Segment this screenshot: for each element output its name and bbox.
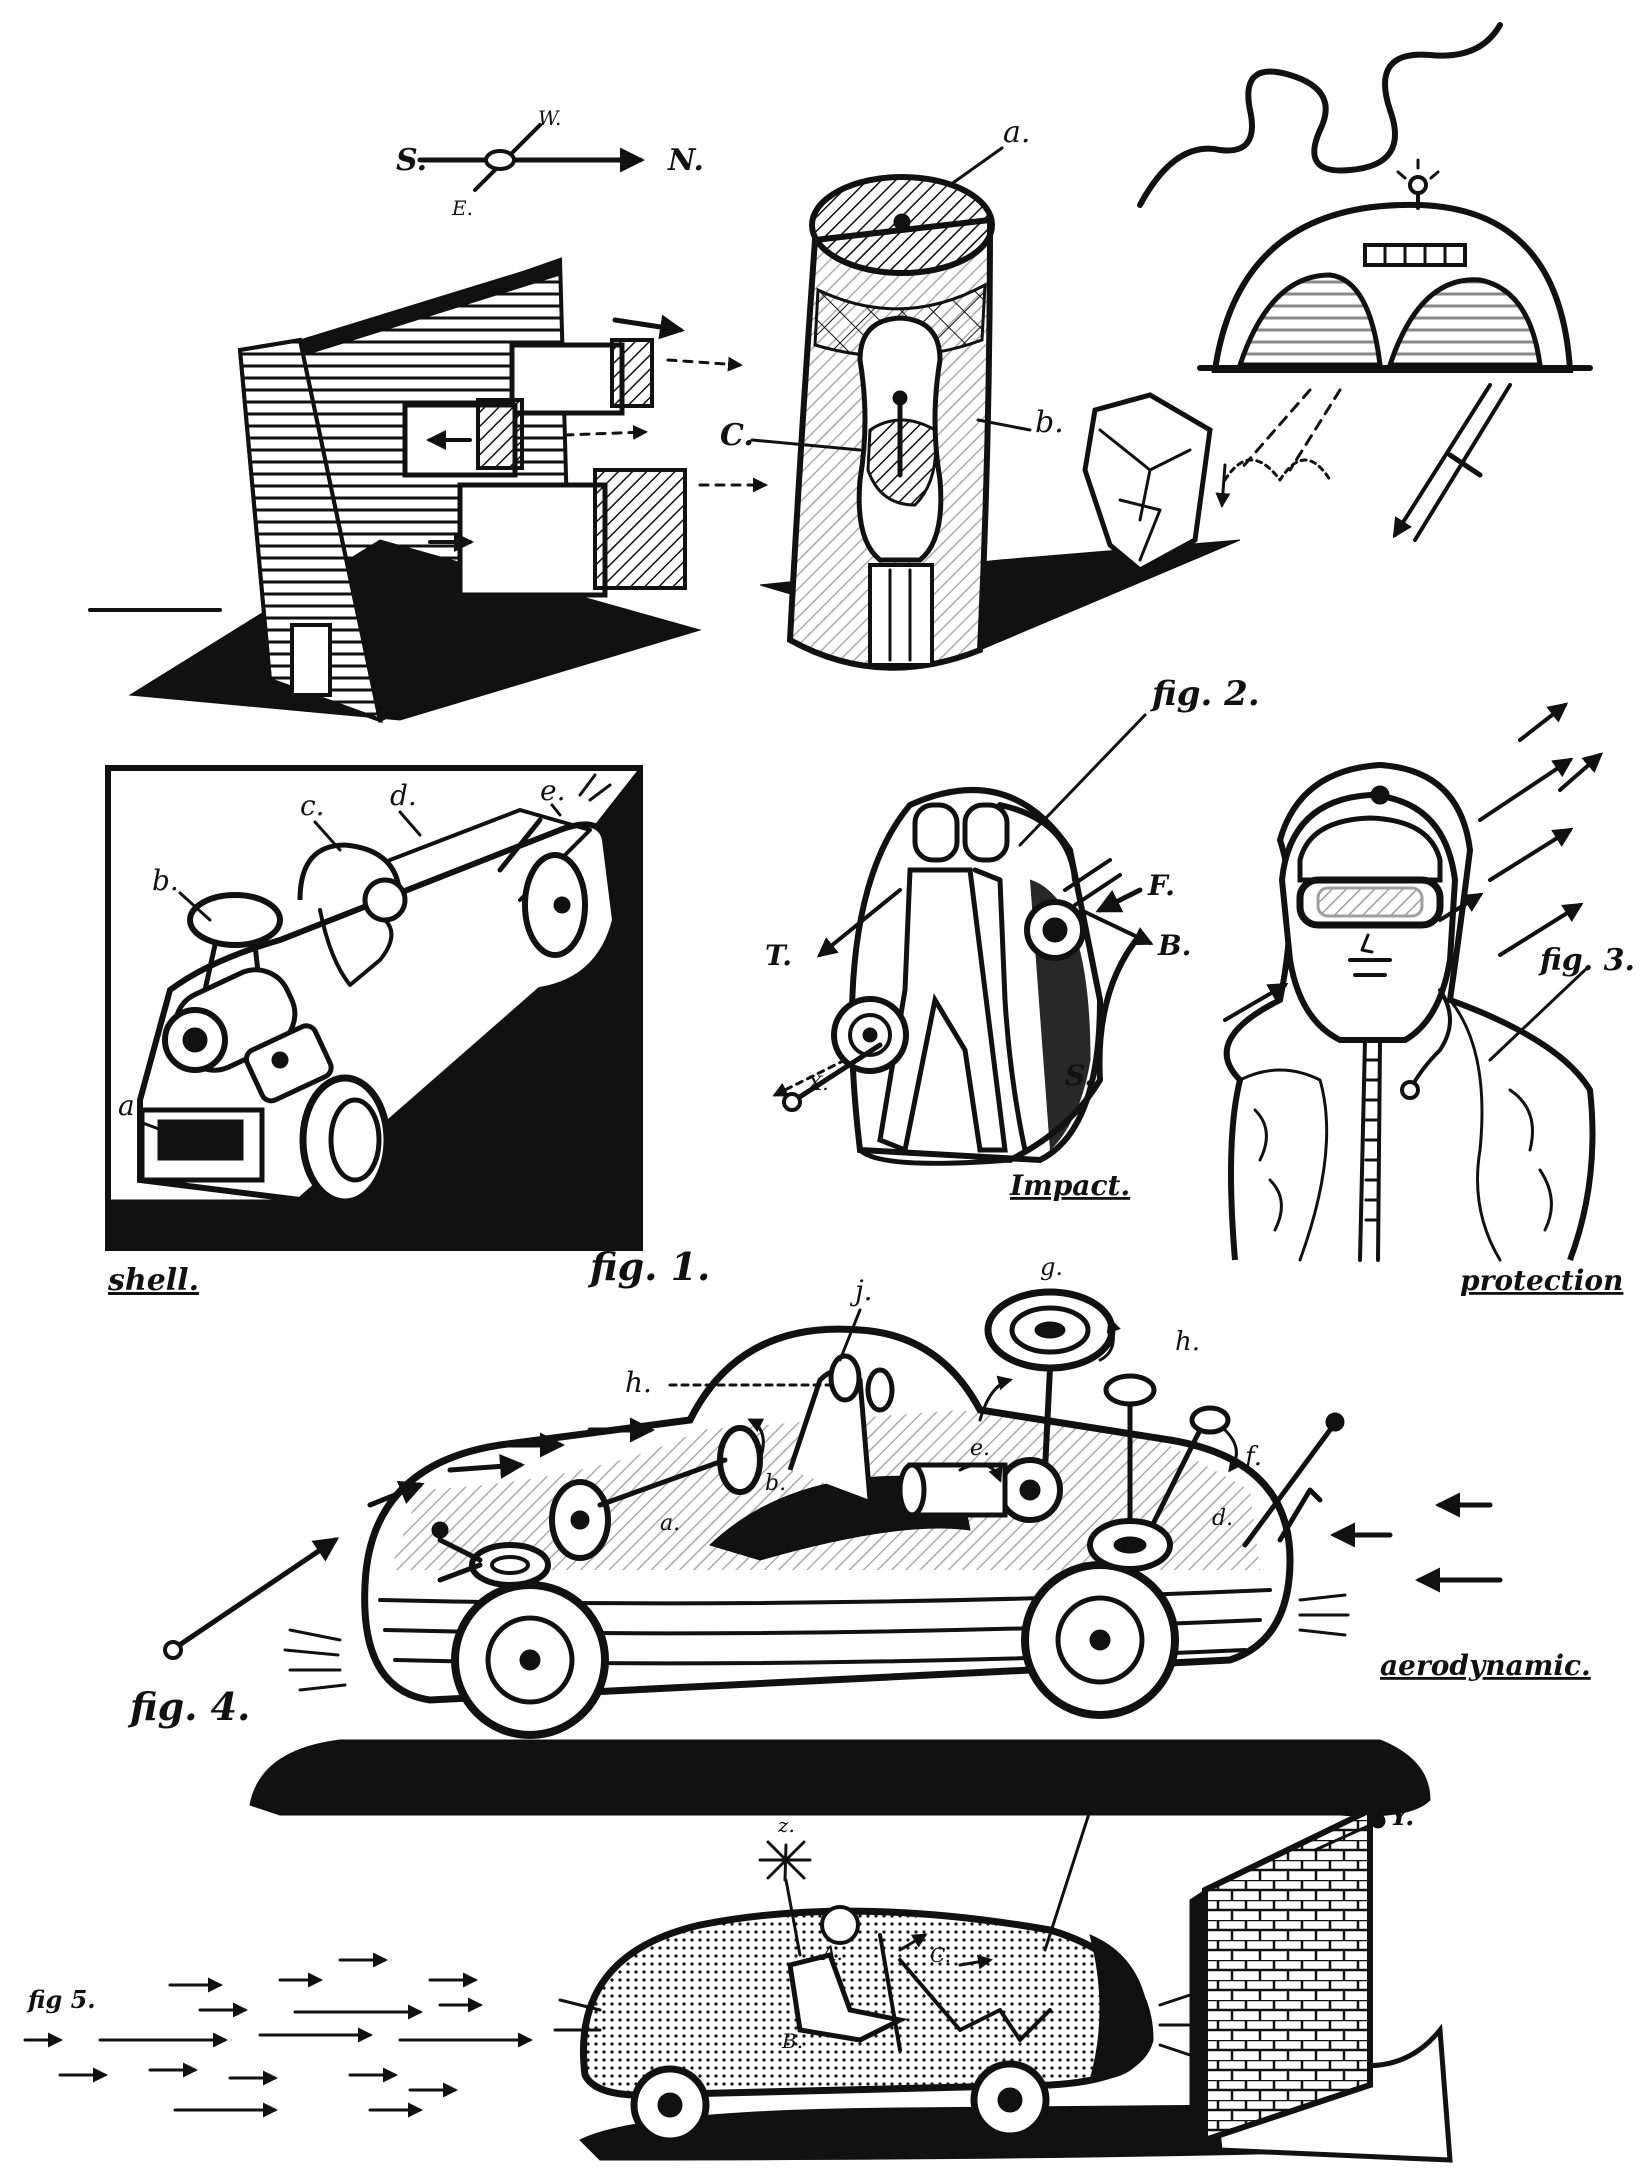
fig4-label-d: d. [1212,1506,1233,1531]
compass-north-label: N. [667,143,704,178]
compass-west-label: W. [538,106,561,130]
fig4-label-a: a. [660,1511,680,1536]
fig4-label-g: g. [1040,1253,1063,1281]
fig5-label-x: X. [1108,1772,1139,1802]
fig2-impact: fig. 2. T. F. B. S. X. Impact. [765,674,1260,1202]
fig5-label-z: z. [777,1813,795,1837]
tower-label-c: C. [720,418,754,453]
fig1-note: shell. [107,1263,199,1298]
fig1-label-e: e. [540,774,565,807]
fig5-label-c: C. [930,1943,951,1967]
fig2-caption: fig. 2. [1149,674,1260,714]
building-door [290,623,332,697]
fig4-label-e: e. [970,1436,990,1461]
fig4-label-f: f. [1243,1442,1262,1472]
fig1-steering-wheel [187,892,283,948]
fig4-label-j: j. [849,1274,873,1307]
tower-door [868,563,934,667]
dome-shelter [1137,22,1593,542]
compass-rose: S. N. W. E. [396,106,704,220]
fig5-airflow-arrows [23,1952,533,2118]
fig2-label-f: F. [1147,869,1175,902]
fig4-label-h-left: h. [625,1366,652,1399]
fig5-caption: fig 5. [26,1985,96,2014]
fig1-label-a: a. [118,1089,144,1122]
fig3-protection: fig. 3. protection [1223,702,1635,1297]
compass-east-label: E. [451,196,473,220]
fig1-label-b: b. [152,864,179,897]
tower-label-a: a. [1003,115,1030,150]
fig5-label-b: B. [781,2029,803,2053]
fig1-shell-panel: a. b. c. d. e. shell. fig. 1. [105,765,710,1298]
fig4-label-h-right: h. [1175,1327,1200,1357]
fig3-note: protection [1460,1264,1623,1297]
compass-south-label: S. [396,143,427,178]
fig1-label-d: d. [390,779,417,812]
cylinder-tower: a. b. C. [720,115,1332,671]
fig4-caption: fig. 4. [127,1684,250,1729]
fig1-label-c: c. [300,789,325,822]
fig4-label-b: b. [765,1471,786,1496]
fig5-crash-test: z. X. Y. A. B. C. fig 5. [23,1772,1453,2163]
fig5-label-y: Y. [1390,1802,1414,1832]
fig2-label-s: S. [1065,1059,1094,1092]
fig4-aerodynamic-car: j. h. g. h. f. e. b. a. d. fig. 4. aerod… [127,1253,1591,1817]
fig2-label-x: X. [806,1071,829,1095]
fig5-label-a: A. [820,1941,843,1965]
fig2-note: Impact. [1009,1169,1130,1202]
building-with-blocks [88,257,768,724]
tower-label-b: b. [1035,405,1064,440]
fig1-caption: fig. 1. [587,1244,710,1289]
fig3-caption: fig. 3. [1538,943,1635,978]
fig4-note: aerodynamic. [1380,1649,1591,1682]
fig2-label-t: T. [765,939,792,972]
fig2-label-b: B. [1157,929,1191,962]
